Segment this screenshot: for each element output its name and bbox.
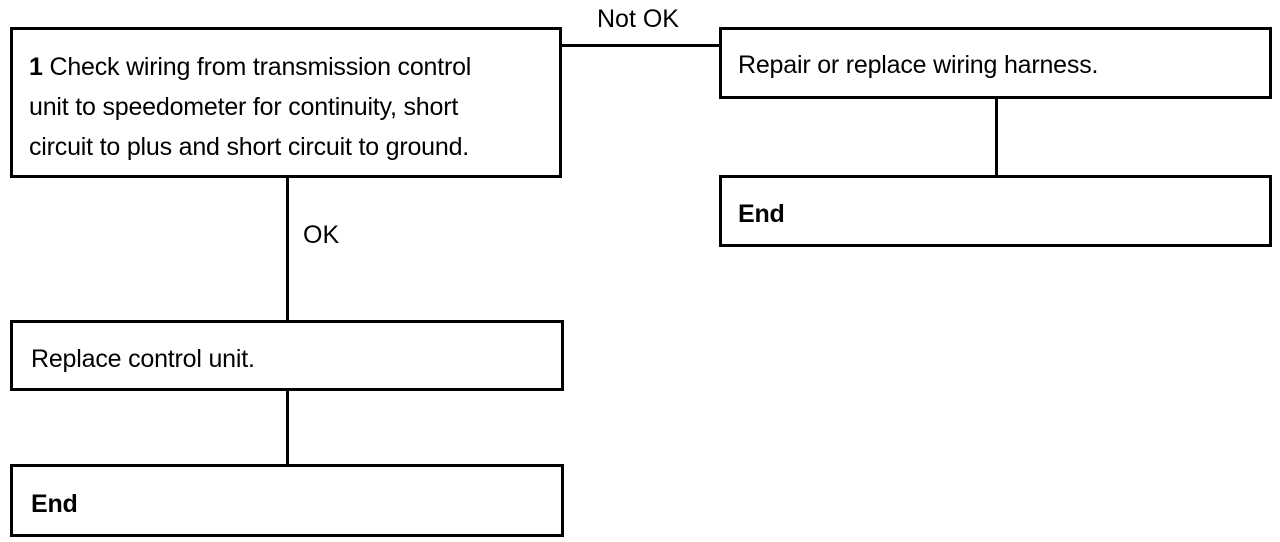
step-repair-wiring-text: Repair or replace wiring harness. xyxy=(738,51,1099,79)
step-number: 1 xyxy=(29,53,43,81)
step-check-line-1-text: Check wiring from transmission control xyxy=(49,53,472,81)
connector-repair-to-end xyxy=(995,99,998,175)
step-replace-control-unit-box: Replace control unit. xyxy=(10,320,564,391)
connector-replace-to-end xyxy=(286,391,289,464)
step-repair-wiring-box: Repair or replace wiring harness. xyxy=(719,27,1272,99)
step-replace-control-unit-text: Replace control unit. xyxy=(31,345,255,373)
step-check-line-1: 1 Check wiring from transmission control xyxy=(29,47,471,87)
branch-label-not-ok: Not OK xyxy=(597,5,679,33)
end-label-ok-branch: End xyxy=(31,490,78,518)
step-check-wiring-text: 1 Check wiring from transmission control… xyxy=(29,47,471,167)
end-box-not-ok-branch: End xyxy=(719,175,1272,247)
step-check-wiring-box: 1 Check wiring from transmission control… xyxy=(10,27,562,178)
end-box-ok-branch: End xyxy=(10,464,564,537)
end-label-not-ok-branch: End xyxy=(738,200,785,228)
branch-label-ok: OK xyxy=(303,221,340,249)
connector-not-ok xyxy=(562,44,719,47)
connector-ok xyxy=(286,178,289,320)
step-check-line-2: unit to speedometer for continuity, shor… xyxy=(29,93,459,121)
step-check-line-3: circuit to plus and short circuit to gro… xyxy=(29,133,470,161)
